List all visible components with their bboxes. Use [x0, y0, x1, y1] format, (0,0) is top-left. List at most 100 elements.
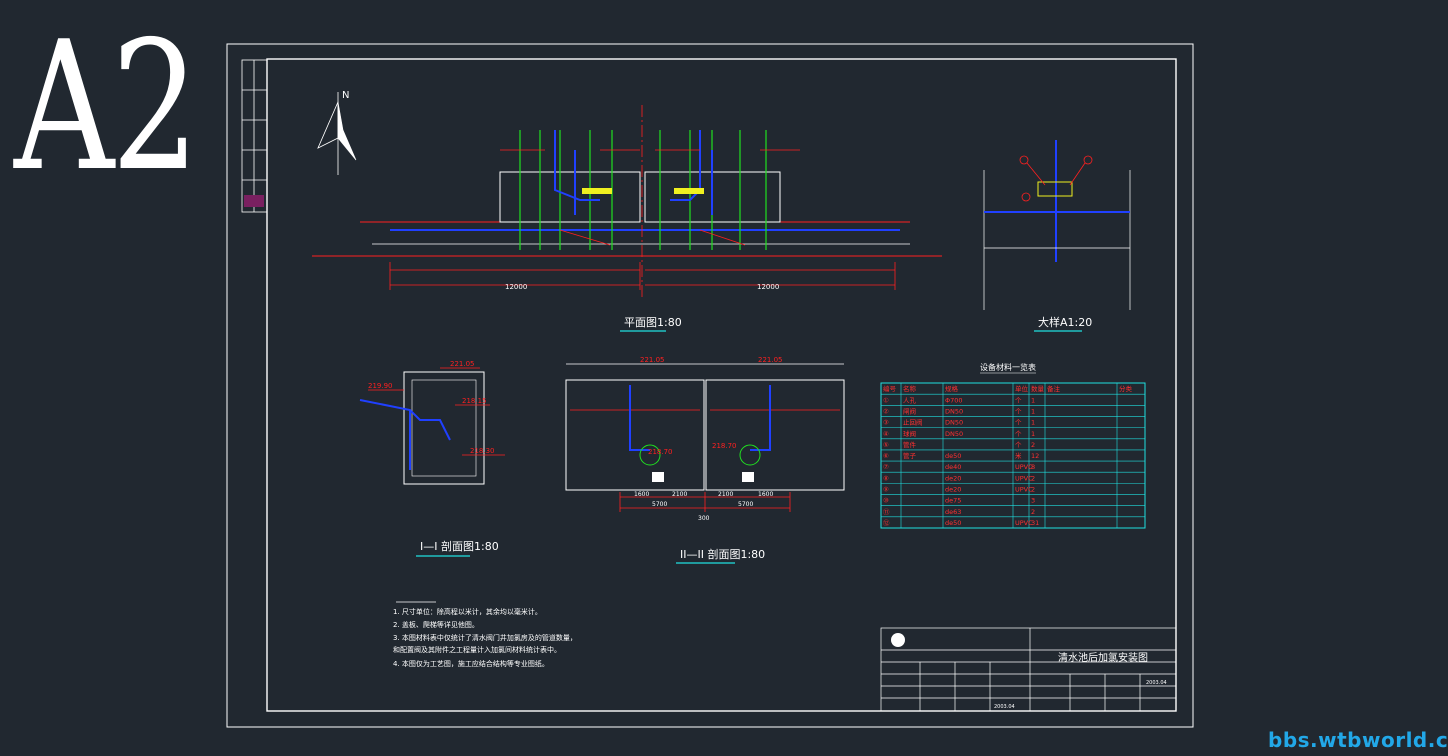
- table-cell: de20: [945, 474, 961, 482]
- s2-level-1: 221.05: [640, 356, 665, 364]
- table-cell: ⑪: [883, 508, 890, 516]
- section-2-view: 1600 2100 2100 1600 5700 5700 300 221.05…: [565, 356, 845, 564]
- watermark-text: bbs.wtbworld.com: [1268, 728, 1448, 752]
- table-cell: Φ700: [945, 396, 963, 404]
- table-header-cell: 备注: [1047, 384, 1061, 393]
- note-3: 3. 本图材料表中仅统计了清水阀门井加氯房及的管道数量，: [393, 633, 577, 642]
- s1-level-3: 218.15: [462, 397, 487, 405]
- s1-level-1: 221.05: [450, 360, 475, 368]
- table-cell: UPVC: [1015, 486, 1033, 494]
- table-cell: 2: [1031, 486, 1035, 494]
- s2-dim-1: 1600: [634, 491, 649, 498]
- table-cell: de50: [945, 452, 961, 460]
- table-cell: ⑧: [883, 474, 889, 482]
- table-cell: DN50: [945, 419, 963, 427]
- notes-block: 1. 尺寸单位：除高程以米计，其余均以毫米计。 2. 盖板、爬梯等详见他图。 3…: [393, 601, 577, 668]
- table-cell: de75: [945, 497, 961, 505]
- s1-level-2: 219.90: [368, 382, 393, 390]
- table-cell: 米: [1015, 451, 1022, 460]
- table-header-cell: 名称: [903, 384, 917, 393]
- table-cell: 12: [1031, 452, 1039, 460]
- table-cell: ⑤: [883, 441, 889, 449]
- title-date-1: 2003.04: [1146, 680, 1167, 686]
- table-header-cell: 分类: [1119, 384, 1133, 393]
- sheet-size-label: A2: [14, 3, 199, 210]
- table-cell: 2: [1031, 441, 1035, 449]
- detail-view-title: 大样A1:20: [1038, 315, 1092, 329]
- table-cell: ⑥: [883, 452, 889, 460]
- table-header-cell: 编号: [883, 384, 897, 393]
- binding-strip: [241, 59, 268, 213]
- plan-view: 12000 12000 平面图1:80: [312, 105, 942, 332]
- section-2-title: II—II 剖面图1:80: [680, 547, 765, 561]
- s2-level-2: 221.05: [758, 356, 783, 364]
- outer-frame: [226, 43, 1194, 728]
- plan-dim-right: 12000: [757, 283, 779, 291]
- s2-level-4: 218.70: [712, 442, 737, 450]
- table-cell: ③: [883, 419, 889, 427]
- table-cell: 3: [1031, 497, 1035, 505]
- table-cell: ①: [883, 396, 889, 404]
- table-cell: 1: [1031, 419, 1035, 427]
- title-date-2: 2003.04: [994, 704, 1015, 710]
- table-cell: 管子: [903, 451, 917, 460]
- table-cell: ⑫: [883, 519, 890, 527]
- table-cell: 球阀: [903, 429, 916, 438]
- table-cell: UPVC: [1015, 474, 1033, 482]
- table-header-cell: 单位: [1015, 384, 1029, 393]
- table-cell: UPVC: [1015, 519, 1033, 527]
- table-cell: 2: [1031, 474, 1035, 482]
- north-label: N: [342, 90, 349, 101]
- table-cell: 2: [1031, 508, 1035, 516]
- drawing-title: 清水池后加氯安装图: [1058, 651, 1148, 664]
- section-1-view: 221.05 219.90 218.15 218.30 I—I 剖面图1:80: [359, 360, 505, 557]
- s2-dim-4: 1600: [758, 491, 773, 498]
- s1-level-4: 218.30: [470, 447, 495, 455]
- note-2: 2. 盖板、爬梯等详见他图。: [393, 620, 479, 629]
- plan-view-title: 平面图1:80: [624, 316, 682, 329]
- table-cell: 1: [1031, 396, 1035, 404]
- note-1: 1. 尺寸单位：除高程以米计，其余均以毫米计。: [393, 607, 542, 616]
- table-cell: ⑨: [883, 486, 889, 494]
- s2-dim-5: 5700: [652, 501, 667, 508]
- note-4: 和配置阀及其附件之工程量计入加氯间材料统计表中。: [393, 645, 561, 654]
- table-cell: DN50: [945, 407, 963, 415]
- table-cell: 止回阀: [903, 418, 923, 427]
- table-cell: 1: [1031, 407, 1035, 415]
- s2-dim-3: 2100: [718, 491, 733, 498]
- table-cell: 个: [1015, 396, 1022, 404]
- s2-dim-2: 2100: [672, 491, 687, 498]
- table-cell: ④: [883, 430, 889, 438]
- inner-frame: [266, 58, 1177, 712]
- s2-dim-7: 300: [698, 515, 710, 522]
- table-cell: 8: [1031, 463, 1035, 471]
- table-cell: ⑦: [883, 463, 889, 471]
- table-cell: 个: [1015, 419, 1022, 427]
- table-cell: 个: [1015, 441, 1022, 449]
- s2-level-3: 218.70: [648, 448, 673, 456]
- table-cell: 个: [1015, 430, 1022, 438]
- section-1-title: I—I 剖面图1:80: [420, 539, 499, 553]
- title-block: [880, 627, 1177, 712]
- table-cell: de50: [945, 519, 961, 527]
- table-cell: de40: [945, 463, 961, 471]
- s2-dim-6: 5700: [738, 501, 753, 508]
- table-cell: 个: [1015, 407, 1022, 415]
- table-cell: de63: [945, 508, 961, 516]
- table-cell: 闸阀: [903, 406, 916, 415]
- table-cell: 管件: [903, 440, 917, 449]
- table-cell: 31: [1031, 519, 1039, 527]
- table-title: 设备材料一览表: [980, 362, 1036, 372]
- north-arrow: N: [317, 90, 357, 175]
- table-cell: 人孔: [903, 396, 917, 404]
- table-cell: DN50: [945, 430, 963, 438]
- detail-a1-view: 大样A1:20: [983, 140, 1131, 332]
- table-header-cell: 数量: [1031, 384, 1045, 393]
- table-cell: ⑩: [883, 497, 889, 505]
- table-header-cell: 规格: [945, 384, 959, 393]
- table-cell: de20: [945, 486, 961, 494]
- table-cell: UPVC: [1015, 463, 1033, 471]
- plan-dim-left: 12000: [505, 283, 527, 291]
